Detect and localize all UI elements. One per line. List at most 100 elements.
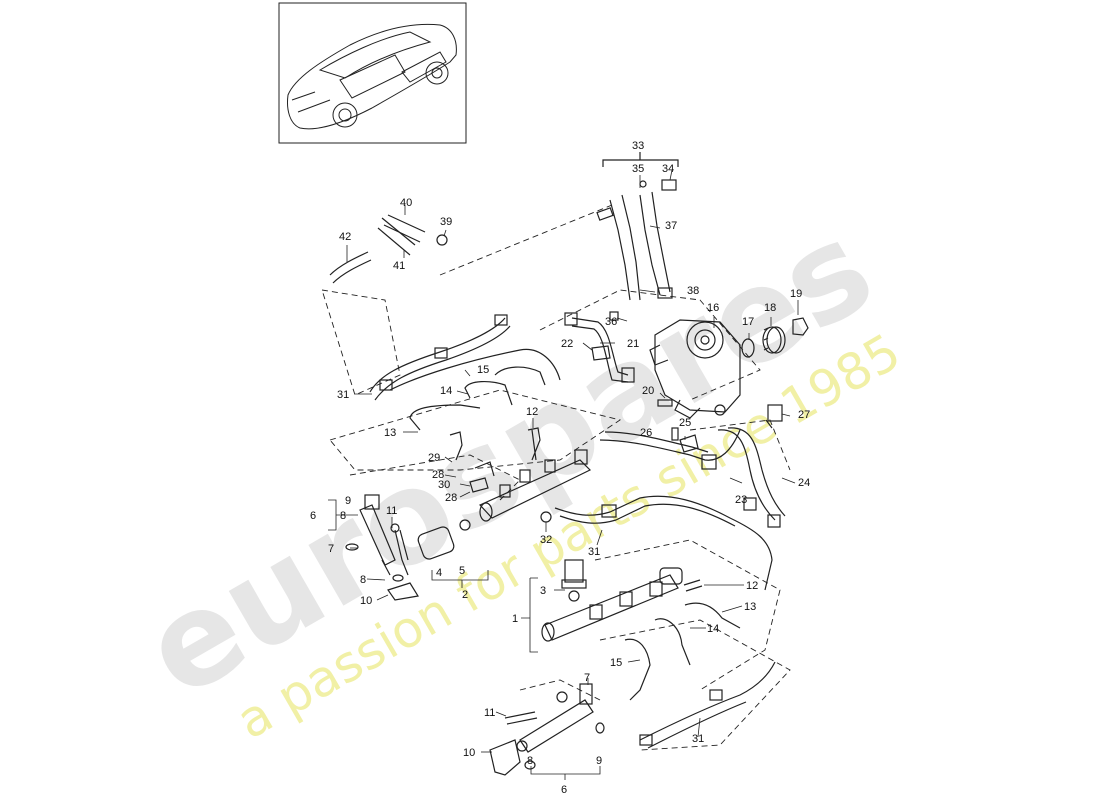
callout-9-top: 9 xyxy=(345,495,351,507)
injection-line-15-bottom xyxy=(624,638,651,701)
callout-39: 39 xyxy=(440,216,452,228)
callout-labels: 33 35 34 37 38 40 39 42 41 16 17 18 19 3… xyxy=(310,140,810,796)
callout-28-b: 28 xyxy=(445,492,457,504)
callout-19: 19 xyxy=(790,288,802,300)
callout-10-bottom: 10 xyxy=(463,747,475,759)
injection-line-14-bottom xyxy=(654,618,691,666)
callout-10-top: 10 xyxy=(360,595,372,607)
callout-1: 1 xyxy=(512,613,518,625)
callout-31-top: 31 xyxy=(337,389,349,401)
leader-lines xyxy=(328,169,799,780)
leakoff-line-31-bottom xyxy=(639,661,776,749)
injector-6-bottom xyxy=(516,683,605,770)
callout-15-bottom: 15 xyxy=(610,657,622,669)
callout-11-top: 11 xyxy=(386,505,397,517)
callout-17: 17 xyxy=(742,316,754,328)
callout-16: 16 xyxy=(707,302,719,314)
callout-30: 30 xyxy=(438,479,450,491)
callout-5: 5 xyxy=(459,565,465,577)
callout-6-bottom: 6 xyxy=(561,784,567,796)
callout-26: 26 xyxy=(640,427,652,439)
hose-40 xyxy=(383,214,426,243)
sleeve-22 xyxy=(591,345,611,361)
seal-28 xyxy=(469,477,489,493)
callout-8-bottom: 8 xyxy=(527,755,533,767)
callout-20: 20 xyxy=(642,385,654,397)
callout-11-bottom: 11 xyxy=(484,707,495,719)
callout-31-bottom: 31 xyxy=(692,733,704,745)
pressure-valve-5 xyxy=(417,526,455,560)
callout-35: 35 xyxy=(632,163,644,175)
bolt-26 xyxy=(671,427,679,441)
callout-7-top: 7 xyxy=(328,543,334,555)
callout-42: 42 xyxy=(339,231,351,243)
callout-41: 41 xyxy=(393,260,405,272)
clamp-10-top xyxy=(387,582,419,601)
thumbnail-frame xyxy=(278,2,467,144)
line-23 xyxy=(599,429,741,461)
callout-14-bottom: 14 xyxy=(707,623,719,635)
callout-21: 21 xyxy=(627,338,639,350)
injection-line-13 xyxy=(409,404,481,431)
callout-8-top: 8 xyxy=(340,510,346,522)
callout-24: 24 xyxy=(798,477,810,489)
car-thumbnail xyxy=(278,2,467,144)
callout-29: 29 xyxy=(428,452,440,464)
clamp-10-bottom xyxy=(489,739,521,776)
return-hose-37 xyxy=(609,194,641,301)
sensor-27 xyxy=(767,404,783,422)
callout-34: 34 xyxy=(662,163,674,175)
bolt-12-top xyxy=(527,427,541,461)
leakoff-line-31-top xyxy=(369,317,511,401)
fuel-rail-2 xyxy=(478,449,592,522)
callout-15-top: 15 xyxy=(477,364,489,376)
injection-line-13-bottom xyxy=(684,602,741,629)
bolt-20 xyxy=(657,399,673,407)
leakoff-line-31-mid xyxy=(554,495,773,591)
hose-42 xyxy=(329,251,372,284)
callout-40: 40 xyxy=(400,197,412,209)
callout-32: 32 xyxy=(540,534,552,546)
sensor-3 xyxy=(561,559,587,602)
callout-9-bottom: 9 xyxy=(596,755,602,767)
clamp-25 xyxy=(679,434,699,453)
fuel-rail-1 xyxy=(541,567,683,642)
bracket-33 xyxy=(602,152,679,167)
nut-19 xyxy=(792,317,809,336)
injection-line-14 xyxy=(464,381,513,406)
callout-18: 18 xyxy=(764,302,776,314)
callout-3: 3 xyxy=(540,585,546,597)
callout-12-top: 12 xyxy=(526,406,538,418)
feed-line-21 xyxy=(571,317,629,383)
high-pressure-pump xyxy=(649,319,741,419)
watermark: eurospares a passion for parts since 198… xyxy=(121,193,910,750)
callout-8-mid: 8 xyxy=(360,574,366,586)
injector-6-top xyxy=(345,494,396,576)
callout-25: 25 xyxy=(679,417,691,429)
line-24 xyxy=(717,427,786,521)
callout-2: 2 xyxy=(462,589,468,601)
parts-drawing xyxy=(321,152,809,776)
bolt-12-bottom xyxy=(683,579,703,592)
callout-31-mid: 31 xyxy=(588,546,600,558)
connector-30 xyxy=(474,461,495,477)
callout-13-top: 13 xyxy=(384,427,396,439)
injection-line-15 xyxy=(494,366,546,386)
callout-14-top: 14 xyxy=(440,385,452,397)
callout-27: 27 xyxy=(798,409,810,421)
callout-23: 23 xyxy=(735,494,747,506)
callout-36: 36 xyxy=(605,316,617,328)
car-icon xyxy=(287,23,457,130)
watermark-brand: eurospares xyxy=(121,193,896,727)
gear-18 xyxy=(762,326,786,354)
callout-38: 38 xyxy=(687,285,699,297)
callout-33: 33 xyxy=(632,140,644,152)
callout-28-a: 28 xyxy=(432,469,444,481)
bolt-11-bottom xyxy=(504,711,538,725)
callout-37: 37 xyxy=(665,220,677,232)
callout-6-top: 6 xyxy=(310,510,316,522)
bolt-11-top xyxy=(394,529,409,576)
callout-12-bottom: 12 xyxy=(746,580,758,592)
callout-13-bottom: 13 xyxy=(744,601,756,613)
